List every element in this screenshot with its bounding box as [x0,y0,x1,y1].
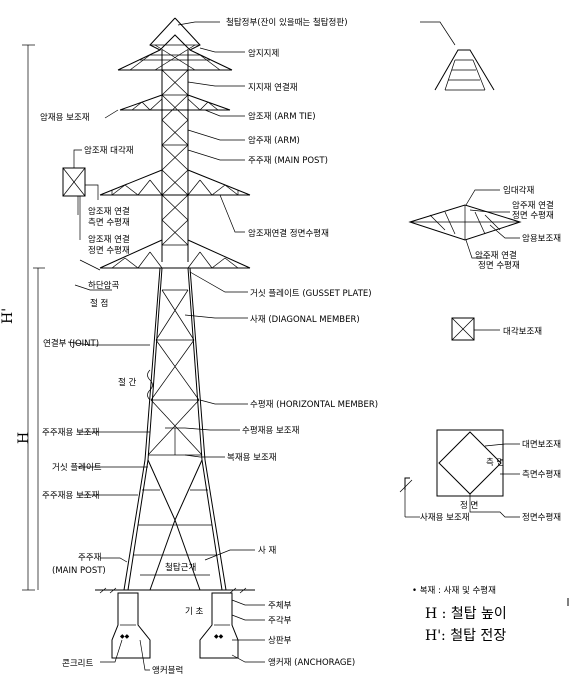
label-gusset: 거싯 플레이트 (GUSSET PLATE) [250,288,372,299]
label-r-top: 상판부 [268,635,292,646]
label-foundation: 기 초 [185,607,204,617]
label-main-post: 주주재 (MAIN POST) [248,156,328,166]
label-r-link2-b: 정면 수평재 [478,260,520,271]
peak-detail [420,21,495,91]
label-diagonal: 사재 (DIAGONAL MEMBER) [250,315,360,325]
label-lower-arm: 하단암곡 [88,280,119,291]
label-left-link2a: 암조재 연결 [88,234,130,245]
label-r-main: 주체부 [268,600,292,611]
label-r-arm-sub: 암용보조재 [522,233,561,244]
section-detail [399,429,520,518]
label-arm-post: 암주재 (ARM) [248,135,300,146]
label-arm-tie: 암조재 (ARM TIE) [248,111,316,122]
label-main-sub2: 주주재용 보조재 [42,491,99,501]
label-r-diag2-sub: 사재용 보조재 [420,513,470,523]
label-diag-right: 사 재 [258,546,276,556]
label-left-arm-sub: 암재용 보조재 [40,112,90,123]
label-main-post2b: (MAIN POST) [52,566,106,576]
label-multi-sub: 복재용 보조재 [227,453,277,463]
label-h1-def: H': 철탑 전장 [425,628,506,644]
label-arm-horiz: 암조재연결 정면수평재 [248,228,329,239]
label-r-col: 주각부 [268,615,292,626]
label-main-post2a: 주주재 [78,553,101,563]
label-note: • 복재 : 사재 및 수평재 [412,585,496,596]
left-detail-box [62,149,99,240]
label-r-diag-sub: 대각보조재 [503,326,542,337]
diagonal-box-detail [451,317,500,341]
svg-text:◆◆: ◆◆ [120,633,130,640]
label-left-link1a: 암조재 연결 [88,206,130,217]
svg-text:◆◆: ◆◆ [214,633,224,640]
h-label: H [16,432,32,444]
label-upper-gw: 암지지제 [248,48,279,59]
label-left-link1b: 측면 수평재 [88,217,130,228]
label-left-link2b: 정면 수평재 [88,245,130,256]
text-labels: 철탑정부(잔이 있을때는 철탑정판) 암지지제 지지재 연결재 암조재 (ARM… [40,17,561,676]
label-gusset2: 거싯 플레이트 [52,462,102,473]
label-r-front-h: 정면수평재 [522,512,561,523]
label-joint-point: 절 점 [90,298,108,309]
label-r-side: 측 면 [486,457,504,468]
label-r-link2-a: 암주재 연결 [475,250,517,261]
label-concrete: 콘크리트 [62,659,93,669]
label-r-diag: 임대각재 [503,185,534,196]
label-r-front: 정 면 [460,500,478,511]
label-anchorage: 앵커재 (ANCHORAGE) [268,657,355,668]
label-horiz-sub: 수평재용 보조재 [242,425,299,436]
label-r-side-h: 측면수평재 [522,469,561,480]
h1-label: H' [0,308,16,324]
label-anchor-block: 앵커블럭 [152,665,183,676]
label-gw-link: 지지재 연결재 [248,82,298,93]
label-left-arm-diag: 암조재 대각재 [84,145,134,156]
label-joint: 연결부 (JOINT) [43,338,99,349]
label-horizontal: 수평재 (HORIZONTAL MEMBER) [250,399,378,410]
label-r-link-a: 암주재 연결 [512,200,554,211]
label-main-sub1: 주주재용 보조재 [42,428,99,438]
label-r-link-b: 정면 수평재 [512,210,554,221]
label-h-def: H : 철탑 높이 [425,606,507,622]
arm-detail [408,189,522,259]
label-r-face-sub: 대면보조재 [522,439,561,450]
main-tower: ◆◆ ◆◆ [95,17,255,659]
dimension-lines [22,44,45,591]
label-panel: 절 간 [118,377,137,388]
label-base-width: 철탑근개 [165,562,196,573]
leader-lines [67,21,265,671]
label-top-note: 철탑정부(잔이 있을때는 철탑정판) [226,17,348,28]
